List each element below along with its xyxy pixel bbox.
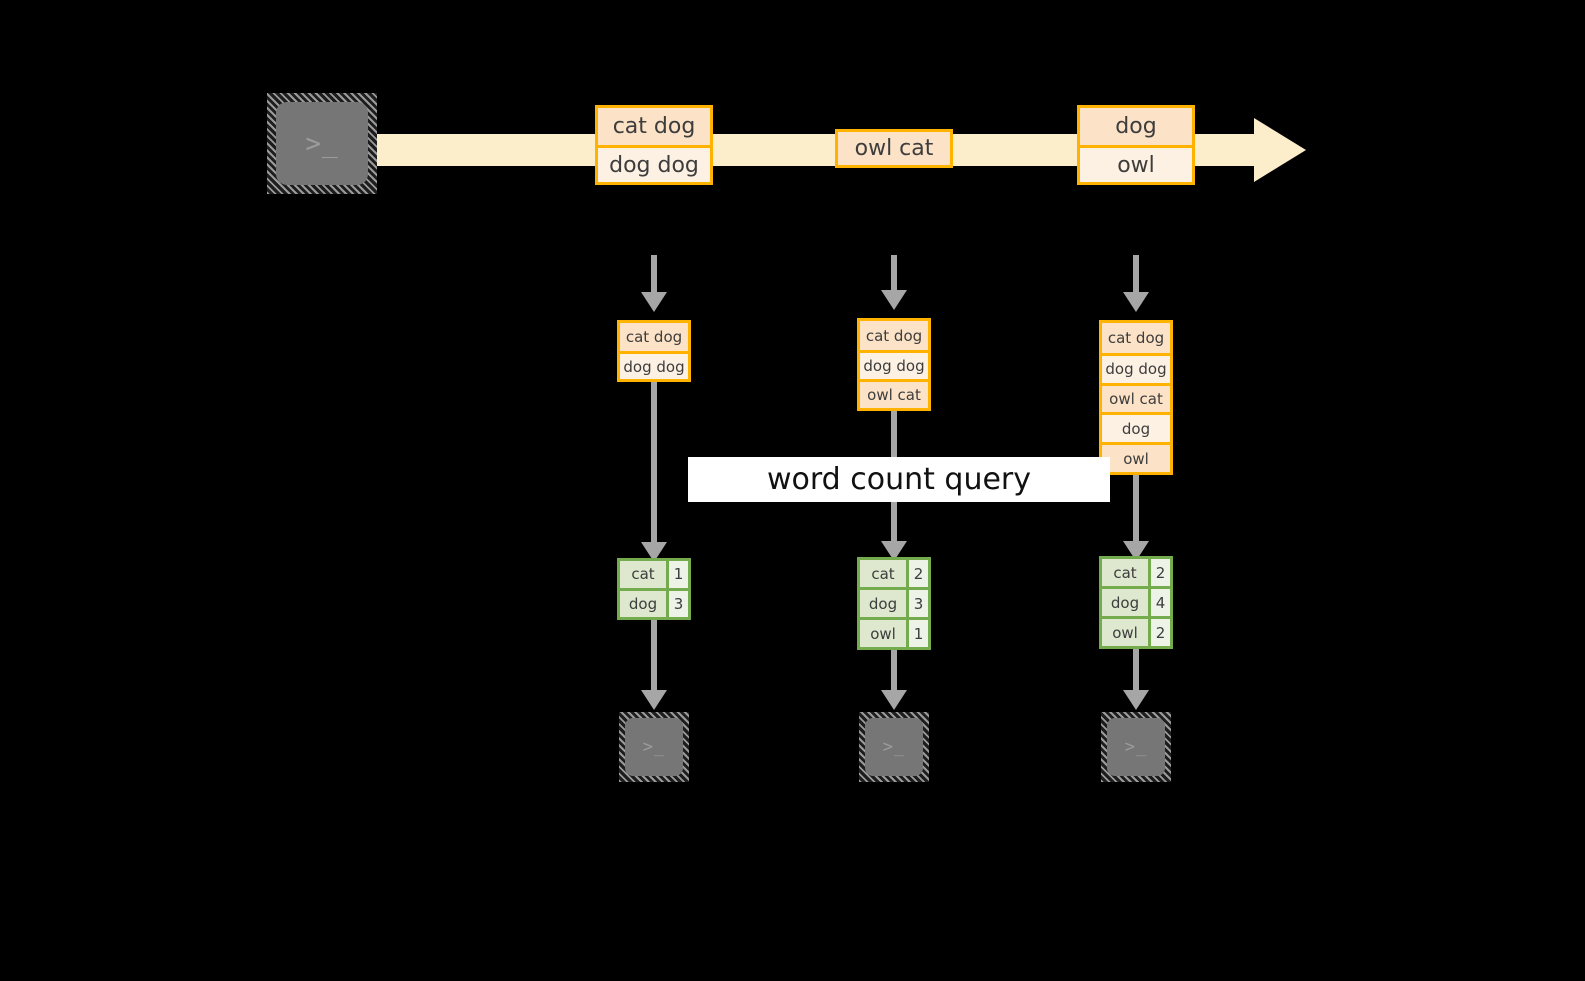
table-row: owl 1 <box>860 617 928 647</box>
terminal-icon: >_ <box>1107 718 1165 776</box>
snapshot-1-result-table[interactable]: cat 1 dog 3 <box>617 558 691 620</box>
snapshot-3-output-arrowhead <box>1123 690 1149 710</box>
snapshot-3-stack[interactable]: cat dog dog dog owl cat dog owl <box>1099 320 1173 475</box>
snapshot-1-query-arrowhead <box>641 542 667 562</box>
snapshot-stack-row: dog <box>1102 412 1170 443</box>
table-cell-count: 3 <box>906 590 928 617</box>
table-cell-word: owl <box>860 620 906 647</box>
table-cell-count: 2 <box>906 560 928 587</box>
table-cell-word: cat <box>860 560 906 587</box>
table-row: cat 2 <box>860 560 928 587</box>
snapshot-2-result-table[interactable]: cat 2 dog 3 owl 1 <box>857 557 931 650</box>
table-cell-word: dog <box>1102 589 1148 616</box>
table-row: cat 2 <box>1102 559 1170 586</box>
table-row: dog 4 <box>1102 586 1170 616</box>
snapshot-stack-row: cat dog <box>1102 323 1170 353</box>
table-cell-count: 2 <box>1148 619 1170 646</box>
table-cell-word: dog <box>620 590 666 617</box>
stream-event-line: cat dog <box>598 108 710 145</box>
table-cell-word: owl <box>1102 619 1148 646</box>
table-cell-word: cat <box>1102 559 1148 586</box>
snapshot-stack-row: dog dog <box>860 350 928 379</box>
terminal-prompt-glyph: >_ <box>1124 737 1148 757</box>
snapshot-3-query-arrow-shaft <box>1133 475 1139 543</box>
snapshot-2-query-arrowhead <box>881 541 907 561</box>
snapshot-1-tap-arrowhead <box>641 292 667 312</box>
snapshot-stack-row: owl cat <box>1102 382 1170 413</box>
snapshot-1-consumer-terminal[interactable]: >_ <box>619 712 689 782</box>
snapshot-stack-row: dog dog <box>620 351 688 379</box>
snapshot-3-result-table[interactable]: cat 2 dog 4 owl 2 <box>1099 556 1173 649</box>
snapshot-3-consumer-terminal[interactable]: >_ <box>1101 712 1171 782</box>
snapshot-2-tap-arrow-shaft <box>891 255 897 291</box>
table-cell-count: 4 <box>1148 589 1170 616</box>
snapshot-1-query-arrow-shaft <box>651 382 657 544</box>
table-row: owl 2 <box>1102 616 1170 646</box>
snapshot-2-tap-arrowhead <box>881 290 907 310</box>
snapshot-1-stack[interactable]: cat dog dog dog <box>617 320 691 382</box>
snapshot-3-tap-arrowhead <box>1123 292 1149 312</box>
snapshot-1-output-arrowhead <box>641 690 667 710</box>
snapshot-stack-row: owl cat <box>860 378 928 408</box>
snapshot-2-consumer-terminal[interactable]: >_ <box>859 712 929 782</box>
terminal-prompt-glyph: >_ <box>305 128 339 159</box>
stream-event-2[interactable]: owl cat <box>835 129 953 168</box>
table-cell-count: 1 <box>666 561 688 588</box>
terminal-icon: >_ <box>276 102 368 185</box>
producer-terminal[interactable]: >_ <box>267 93 377 194</box>
stream-event-line: dog dog <box>598 145 710 182</box>
stream-event-1[interactable]: cat dog dog dog <box>595 105 713 185</box>
snapshot-1-tap-arrow-shaft <box>651 255 657 293</box>
table-row: dog 3 <box>860 587 928 617</box>
table-row: cat 1 <box>620 561 688 588</box>
snapshot-3-output-arrow-shaft <box>1133 649 1139 692</box>
stream-arrowhead <box>1254 118 1306 182</box>
table-row: dog 3 <box>620 587 688 617</box>
terminal-prompt-glyph: >_ <box>642 737 666 757</box>
table-cell-count: 1 <box>906 620 928 647</box>
stream-event-line: owl cat <box>838 132 950 165</box>
snapshot-stack-row: cat dog <box>860 321 928 350</box>
stream-event-line: dog <box>1080 108 1192 145</box>
snapshot-stack-row: owl <box>1102 442 1170 472</box>
terminal-icon: >_ <box>865 718 923 776</box>
snapshot-stack-row: cat dog <box>620 323 688 351</box>
terminal-icon: >_ <box>625 718 683 776</box>
snapshot-2-output-arrowhead <box>881 690 907 710</box>
table-cell-word: cat <box>620 561 666 588</box>
snapshot-3-tap-arrow-shaft <box>1133 255 1139 293</box>
word-count-query-banner: word count query <box>688 457 1110 502</box>
stream-event-3[interactable]: dog owl <box>1077 105 1195 185</box>
stream-event-line: owl <box>1080 145 1192 182</box>
table-cell-count: 3 <box>666 590 688 617</box>
banner-label: word count query <box>766 462 1032 497</box>
table-cell-word: dog <box>860 590 906 617</box>
snapshot-2-stack[interactable]: cat dog dog dog owl cat <box>857 318 931 411</box>
snapshot-2-output-arrow-shaft <box>891 650 897 692</box>
terminal-prompt-glyph: >_ <box>882 737 906 757</box>
table-cell-count: 2 <box>1148 559 1170 586</box>
snapshot-stack-row: dog dog <box>1102 352 1170 383</box>
snapshot-1-output-arrow-shaft <box>651 620 657 692</box>
